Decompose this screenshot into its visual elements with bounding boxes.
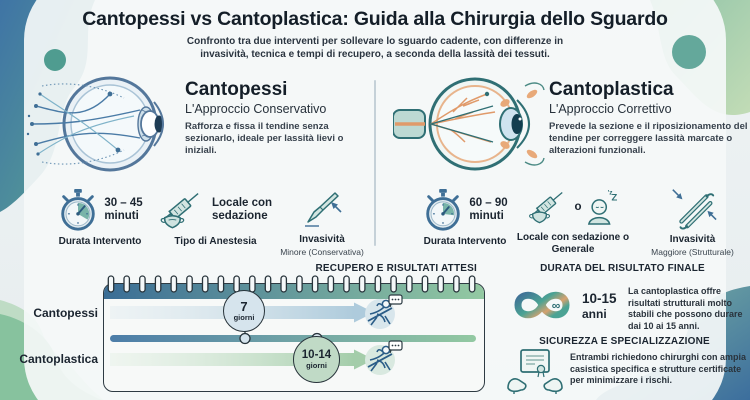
safety-panel-title: SICUREZZA E SPECIALIZZAZIONE xyxy=(539,336,710,347)
anesthesia-label-left: Tipo di Anestesia xyxy=(174,236,257,247)
scalpel-arrow-icon xyxy=(305,192,342,227)
reclining-patient-icon xyxy=(365,294,403,329)
cantopessi-approach: L'Approccio Conservativo xyxy=(185,102,327,116)
stopwatch-icon xyxy=(426,188,461,231)
anesthesia-value-left: Locale con sedazione xyxy=(212,197,273,222)
stat-invasiveness-right: Invasività Maggiore (Strutturale) xyxy=(640,186,745,257)
eye-anatomy-lateral-icon xyxy=(26,76,164,172)
recovery-timeline-graphics xyxy=(104,284,484,370)
badge-7-unit: giorni xyxy=(233,313,255,323)
duration-value-left: 30 – 45 xyxy=(104,197,143,209)
timeline-label-cantoplastica: Cantoplastica xyxy=(19,352,98,366)
page-subtitle: Confronto tra due interventi per solleva… xyxy=(0,35,750,61)
reclining-patient-icon xyxy=(365,340,403,375)
duration-label-left: Durata Intervento xyxy=(58,236,142,247)
duration-unit-right: minuti xyxy=(469,210,504,222)
cantopessi-title: Cantopessi xyxy=(185,79,288,100)
recovery-title: RECUPERO E RISULTATI ATTESI xyxy=(315,263,477,274)
duration-unit: anni xyxy=(582,307,607,321)
syringe-mask-icon xyxy=(529,192,564,224)
cantoplastica-approach: L'Approccio Correttivo xyxy=(549,102,672,116)
cantoplastica-block: Cantoplastica L'Approccio Correttivo Pre… xyxy=(549,80,749,157)
duration-text: La cantoplastica offre risultati struttu… xyxy=(628,286,743,331)
invasiveness-detail-right: Maggiore (Strutturale) xyxy=(651,246,734,257)
stat-duration-left: 30 – 45 minuti Durata Intervento xyxy=(35,188,165,248)
calendar-rings-icon xyxy=(107,275,476,293)
badge-7-days: 7 giorni xyxy=(223,290,265,332)
infinity-icon: ∞ xyxy=(514,291,570,319)
page-subtitle-line2: invasività, tecnica e tempi di recupero,… xyxy=(200,49,550,60)
duration-unit-left: minuti xyxy=(104,210,139,222)
duration-value: 10-15 xyxy=(582,291,617,306)
page-title: Cantopessi vs Cantoplastica: Guida alla … xyxy=(82,8,668,30)
sedated-patient-icon: 'z Z xyxy=(587,190,617,225)
anesthesia-connector: o xyxy=(574,200,582,213)
duration-label-right: Durata Intervento xyxy=(423,236,507,247)
cantopessi-block: Cantopessi L'Approccio Conservativo Raff… xyxy=(185,80,363,157)
page-subtitle-line1: Confronto tra due interventi per solleva… xyxy=(186,36,564,47)
duration-value-right: 60 – 90 xyxy=(469,197,508,209)
invasiveness-title-right: Invasività xyxy=(669,234,716,245)
recovery-timeline-panel xyxy=(103,283,485,392)
anesthesia-label-right: Locale con sedazione o Generale xyxy=(516,232,630,255)
eye-anatomy-vascular-icon xyxy=(393,77,545,171)
badge-10-14-value: 10-14 xyxy=(301,348,332,361)
svg-text:'z: 'z xyxy=(607,190,613,197)
cantoplastica-title: Cantoplastica xyxy=(549,79,674,100)
decor-dot-right xyxy=(672,35,706,69)
cantopessi-description: Rafforza e fissa il tendine senza sezion… xyxy=(185,121,344,156)
infinity-glyph: ∞ xyxy=(552,299,561,313)
stat-anesthesia-right: o 'z Z Locale con sedazione o Generale xyxy=(512,186,634,255)
stat-duration-right: 60 – 90 minuti Durata Intervento xyxy=(400,188,530,248)
decor-dot-left xyxy=(44,49,66,71)
svg-text:Z: Z xyxy=(611,192,617,203)
column-divider xyxy=(374,80,376,246)
syringe-mask-icon xyxy=(160,193,199,229)
certificate-hands-icon xyxy=(507,349,563,394)
stat-invasiveness-left: Invasività Minore (Conservativa) xyxy=(272,186,372,257)
surgical-instruments-icon xyxy=(671,189,717,230)
invasiveness-title-left: Invasività xyxy=(299,234,345,245)
invasiveness-detail-left: Minore (Conservativa) xyxy=(280,246,364,257)
badge-7-value: 7 xyxy=(240,299,248,315)
stopwatch-icon xyxy=(61,188,96,231)
duration-panel-title: DURATA DEL RISULTATO FINALE xyxy=(540,263,705,274)
timeline-label-cantopessi: Cantopessi xyxy=(33,306,98,320)
safety-text: Entrambi richiedono chirurghi con ampia … xyxy=(570,352,747,385)
badge-10-14-days: 10-14 giorni xyxy=(293,336,340,383)
stat-anesthesia-left: Locale con sedazione Tipo di Anestesia xyxy=(158,188,273,248)
badge-10-14-unit: giorni xyxy=(306,361,327,370)
cantoplastica-description: Prevede la sezione e il riposizionamento… xyxy=(549,121,748,156)
